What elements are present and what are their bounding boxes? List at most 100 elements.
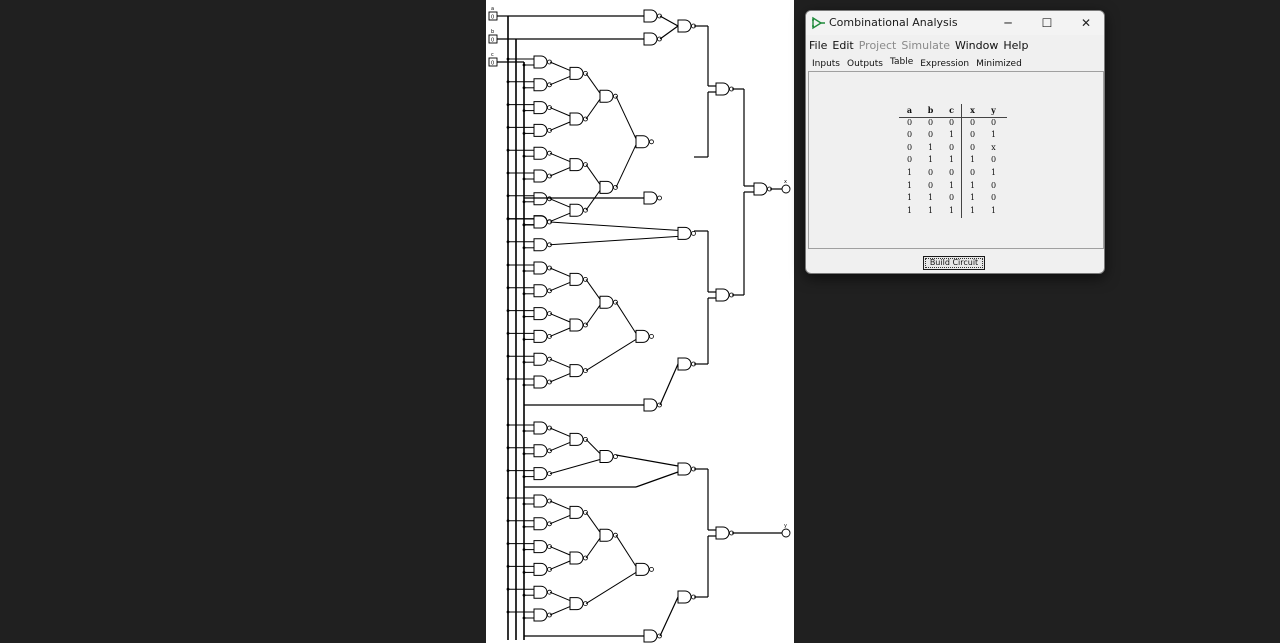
wire [585, 279, 601, 300]
truth-table-cell[interactable]: 1 [990, 205, 997, 215]
nand-gate [643, 9, 658, 23]
wire-junction [522, 452, 526, 456]
wire-junction [522, 86, 526, 90]
truth-table-cell[interactable]: 0 [990, 180, 997, 190]
truth-table-cell: 1 [906, 180, 913, 190]
wire [659, 15, 679, 27]
truth-table-cell[interactable]: 1 [990, 167, 997, 177]
wire-junction [522, 315, 526, 318]
wire [659, 363, 679, 406]
truth-table-cell[interactable]: 1 [969, 193, 976, 203]
truth-table-cell[interactable]: 0 [969, 142, 976, 152]
wire-junction [522, 616, 526, 620]
truth-table-cell[interactable]: y [991, 105, 996, 115]
nand-gate [569, 505, 584, 519]
wire-junction [522, 177, 526, 181]
wire-junction [506, 126, 510, 129]
nand-gate [569, 112, 584, 126]
input-pin-label: c [491, 52, 494, 58]
wire-junction [506, 286, 510, 290]
tab-minimized[interactable]: Minimized [976, 59, 1022, 69]
truth-table-cell[interactable]: 0 [990, 117, 997, 127]
wire-junction [522, 223, 526, 227]
truth-table-cell[interactable]: 0 [990, 193, 997, 203]
wire-junction [506, 519, 510, 523]
nand-gate [677, 226, 692, 240]
wire [585, 571, 637, 605]
nand-gate [569, 432, 584, 446]
nand-gate [677, 590, 692, 604]
wire-junction [522, 246, 526, 250]
wire [585, 304, 601, 326]
nand-gate [533, 540, 548, 554]
tab-inputs[interactable]: Inputs [812, 59, 840, 69]
nand-gate [715, 526, 730, 540]
maximize-button[interactable]: ☐ [1041, 16, 1053, 30]
nand-gate [569, 66, 584, 80]
wire-junction [506, 354, 510, 358]
nand-gate [533, 169, 548, 183]
truth-table-cell[interactable]: x [970, 105, 975, 115]
nand-gate [569, 318, 584, 332]
wire-junction [506, 377, 510, 381]
minimize-button[interactable]: ─ [1004, 16, 1012, 30]
truth-table-cell[interactable]: 0 [969, 130, 976, 140]
nand-gate [533, 284, 548, 298]
wire-junction [522, 593, 526, 597]
truth-table-cell[interactable]: x [991, 142, 996, 152]
truth-table-cell[interactable]: 1 [969, 205, 976, 215]
gate-bubble [547, 105, 552, 110]
wire [549, 327, 571, 337]
wire-junction [506, 565, 510, 568]
nand-gate [533, 608, 548, 622]
menu-window[interactable]: Window [954, 38, 999, 52]
truth-table-cell: 1 [948, 155, 955, 165]
truth-table-cell[interactable]: 1 [990, 130, 997, 140]
nand-gate [533, 421, 548, 435]
close-button[interactable]: ✕ [1080, 16, 1092, 30]
truth-table-cell[interactable]: 0 [990, 155, 997, 165]
menu-project[interactable]: Project [858, 38, 897, 52]
wire [549, 235, 679, 246]
truth-table-cell[interactable]: 0 [969, 167, 976, 177]
wire-junction [506, 148, 510, 152]
nand-gate [533, 329, 548, 343]
tab-outputs[interactable]: Outputs [847, 59, 883, 69]
nand-gate [599, 180, 614, 194]
truth-table-cell[interactable]: 0 [969, 117, 976, 127]
truth-table-cell[interactable]: 1 [969, 180, 976, 190]
truth-table-cell[interactable]: 1 [969, 155, 976, 165]
truth-table-cell: 1 [948, 180, 955, 190]
output-pin-label: x [784, 179, 787, 185]
wire [549, 546, 571, 556]
wire [549, 281, 571, 292]
truth-table-cell: 0 [948, 167, 955, 177]
input-pin-value: 0 [491, 15, 494, 21]
wire-junction [522, 475, 526, 478]
menu-file[interactable]: File [809, 38, 828, 52]
wire [549, 373, 571, 383]
gate-bubble [649, 139, 654, 145]
nand-gate [599, 89, 614, 103]
truth-table-cell: 1 [927, 205, 934, 215]
wire [585, 98, 601, 120]
wire [585, 537, 601, 559]
gate-bubble [583, 368, 588, 374]
title-bar[interactable]: Combinational Analysis ─ ☐ ✕ [806, 11, 1104, 35]
build-circuit-button[interactable]: Build Circuit [923, 256, 985, 270]
nand-gate [533, 146, 548, 160]
nand-gate [533, 123, 548, 137]
nand-gate [533, 375, 548, 389]
menu-simulate[interactable]: Simulate [901, 38, 950, 52]
tab-expression[interactable]: Expression [920, 59, 970, 69]
combinational-analysis-window: Combinational Analysis ─ ☐ ✕ File Edit Pro… [805, 10, 1105, 274]
nand-gate [643, 629, 658, 643]
menu-help[interactable]: Help [1003, 38, 1029, 52]
tab-table[interactable]: Table [886, 57, 917, 69]
menu-edit[interactable]: Edit [832, 38, 854, 52]
